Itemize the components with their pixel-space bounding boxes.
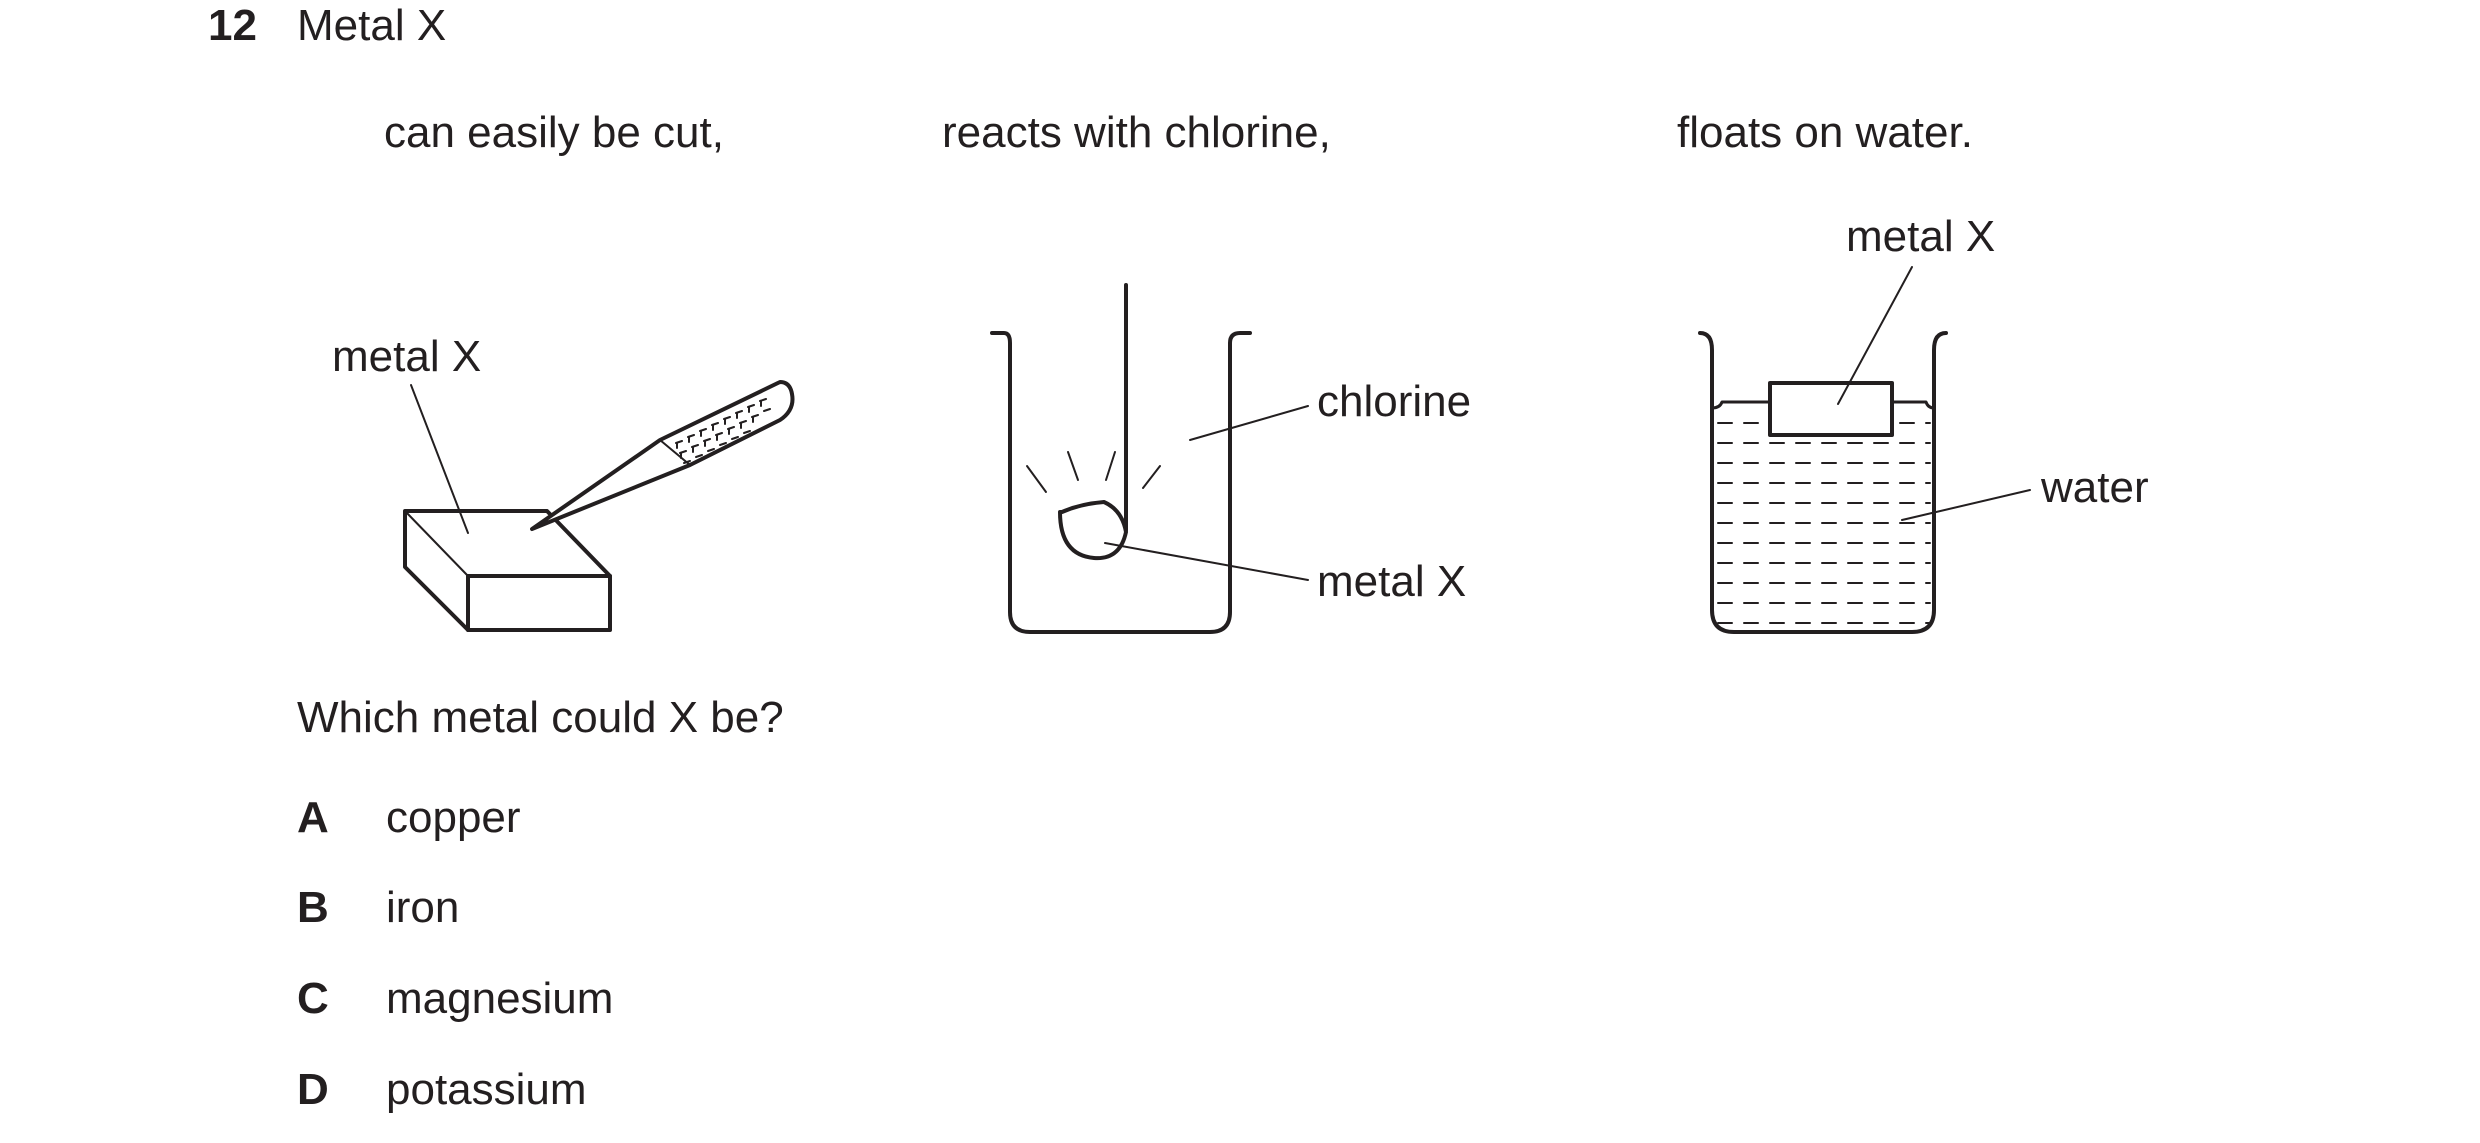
label-chlorine-gas: chlorine <box>1317 377 1471 426</box>
property-floats: floats on water. <box>1677 108 1973 157</box>
label-line-chlorine-metal <box>1104 542 1309 581</box>
knife-handle-texture <box>675 398 771 464</box>
metal-block <box>403 509 612 632</box>
property-chlorine: reacts with chlorine, <box>942 108 1331 157</box>
label-line-water <box>1901 489 2031 521</box>
label-cut-metal: metal X <box>332 332 481 381</box>
water-dashes <box>1717 422 1931 624</box>
floating-metal-block <box>1768 381 1894 437</box>
question-number: 12 <box>208 1 257 50</box>
diagram-cut <box>403 380 795 632</box>
diagram-water <box>1698 266 2031 634</box>
question-prompt: Which metal could X be? <box>297 693 784 742</box>
option-letter-c: C <box>297 974 329 1023</box>
label-line-cut-metal <box>410 384 469 534</box>
option-letter-a: A <box>297 793 329 842</box>
label-line-chlorine <box>1189 405 1309 441</box>
label-line-water-metal <box>1837 266 1913 405</box>
metal-x-burning <box>1058 500 1128 561</box>
option-text-a: copper <box>386 793 521 842</box>
option-letter-b: B <box>297 883 329 932</box>
option-text-d: potassium <box>386 1065 587 1114</box>
label-water-metal: metal X <box>1846 212 1995 261</box>
diagram-chlorine <box>990 283 1309 634</box>
option-text-b: iron <box>386 883 460 932</box>
property-cut: can easily be cut, <box>384 108 724 157</box>
beaker <box>1698 331 1948 634</box>
option-letter-d: D <box>297 1065 329 1114</box>
reaction-flame-lines <box>1026 451 1161 493</box>
label-chlorine-metal: metal X <box>1317 557 1466 606</box>
option-text-c: magnesium <box>386 974 614 1023</box>
gas-jar <box>990 331 1252 634</box>
question-stem: Metal X <box>297 1 447 50</box>
knife <box>530 380 795 531</box>
label-water: water <box>2040 463 2149 512</box>
